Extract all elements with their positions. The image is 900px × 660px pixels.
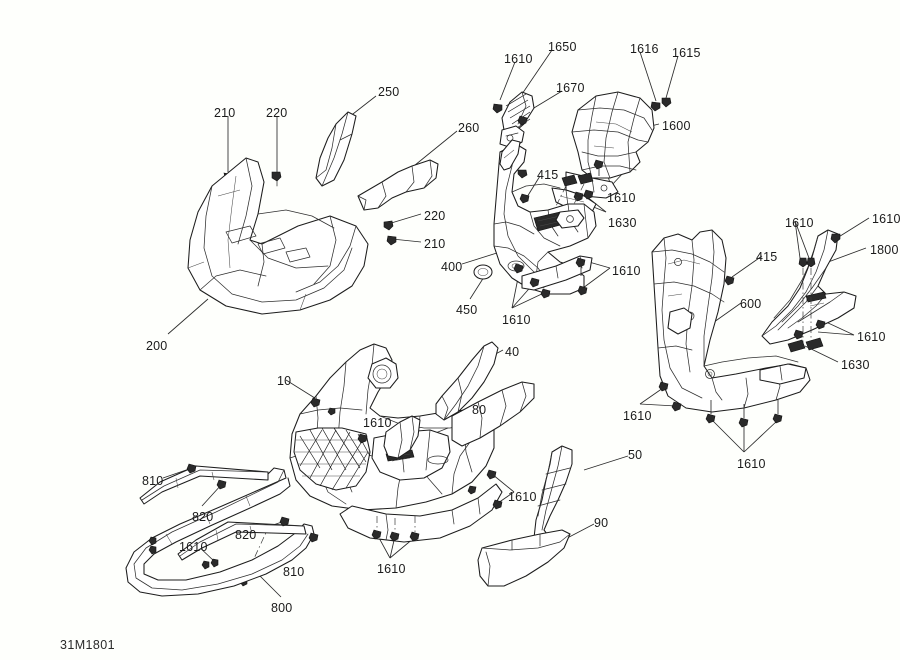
part-250-trim: [315, 111, 357, 187]
callout-40: 40: [505, 345, 520, 359]
part-1800-deflector: [761, 229, 857, 345]
fastener-415-console: [519, 193, 530, 204]
callout-50: 50: [628, 448, 643, 462]
callout-450: 450: [456, 303, 478, 317]
callout-1610: 1610: [504, 52, 533, 66]
fasteners-1610-1800: [793, 233, 841, 344]
callout-1800: 1800: [870, 243, 899, 257]
callout-210: 210: [214, 106, 236, 120]
fastener-220-top: [271, 171, 282, 187]
fastener-415-frame: [724, 275, 735, 286]
callout-1610-fascia-right: 1610: [508, 490, 537, 504]
callout-1610-console-right: 1610: [612, 264, 641, 278]
callout-415-console: 415: [537, 168, 559, 182]
callout-1600: 1600: [662, 119, 691, 133]
callout-820-upper: 820: [192, 510, 214, 524]
callout-1610-bumper: 1610: [179, 540, 208, 554]
fastener-1616: [650, 101, 661, 112]
callout-1615: 1615: [672, 46, 701, 60]
callout-90: 90: [594, 516, 609, 530]
callout-415-frame: 415: [756, 250, 778, 264]
fasteners-810-820-1610: [148, 463, 319, 570]
callout-1610-1800-lower: 1610: [857, 330, 886, 344]
callout-80: 80: [472, 403, 487, 417]
callout-400: 400: [441, 260, 463, 274]
part-820-brace-lower: [177, 521, 307, 561]
callout-1650: 1650: [548, 40, 577, 54]
callout-600: 600: [740, 297, 762, 311]
callout-1610-console: 1610: [502, 313, 531, 327]
callout-820-lower: 820: [235, 528, 257, 542]
part-200-left-panel: [187, 157, 369, 315]
part-90-tray: [477, 529, 571, 587]
callout-10: 10: [277, 374, 292, 388]
callout-1610-1800-left: 1610: [785, 216, 814, 230]
part-820-brace-upper: [139, 465, 269, 505]
callout-1610-fascia-bottom: 1610: [377, 562, 406, 576]
callout-1610-frame-bottom: 1610: [737, 457, 766, 471]
callout-810-upper: 810: [142, 474, 164, 488]
fastener-1670: [517, 115, 528, 126]
callout-1610-1600: 1610: [607, 191, 636, 205]
callout-220: 220: [266, 106, 288, 120]
callout-1630-lower: 1630: [841, 358, 870, 372]
fastener-1615: [661, 97, 672, 108]
callout-810-lower: 810: [283, 565, 305, 579]
part-400-centre-console: [493, 139, 597, 295]
callout-210-panel: 210: [424, 237, 446, 251]
callout-220-panel: 220: [424, 209, 446, 223]
fastener-1610-top: [492, 103, 503, 114]
callout-1616: 1616: [630, 42, 659, 56]
drawing-number: 31M1801: [60, 638, 115, 652]
part-80-wedge: [383, 415, 421, 459]
callout-1610-fascia-upper: 1610: [363, 416, 392, 430]
callout-1610-frame-left: 1610: [623, 409, 652, 423]
callout-1630-upper: 1630: [608, 216, 637, 230]
callout-800: 800: [271, 601, 293, 615]
fasteners-1610-frame: [658, 381, 783, 428]
fastener-220-panel: [383, 220, 394, 231]
part-260-trim: [357, 159, 439, 211]
callout-250: 250: [378, 85, 400, 99]
part-450-grommet: [473, 264, 493, 280]
callout-1610-1800-right: 1610: [872, 212, 900, 226]
callout-260: 260: [458, 121, 480, 135]
part-40-deflector: [435, 341, 499, 421]
fastener-210-panel: [386, 235, 397, 246]
part-50-trim: [533, 445, 573, 545]
fasteners-1610-console: [513, 257, 588, 299]
part-1630-pads-lower: [787, 337, 824, 353]
part-1600-side-panel: [551, 91, 655, 213]
callout-200: 200: [146, 339, 168, 353]
callout-1670: 1670: [556, 81, 585, 95]
